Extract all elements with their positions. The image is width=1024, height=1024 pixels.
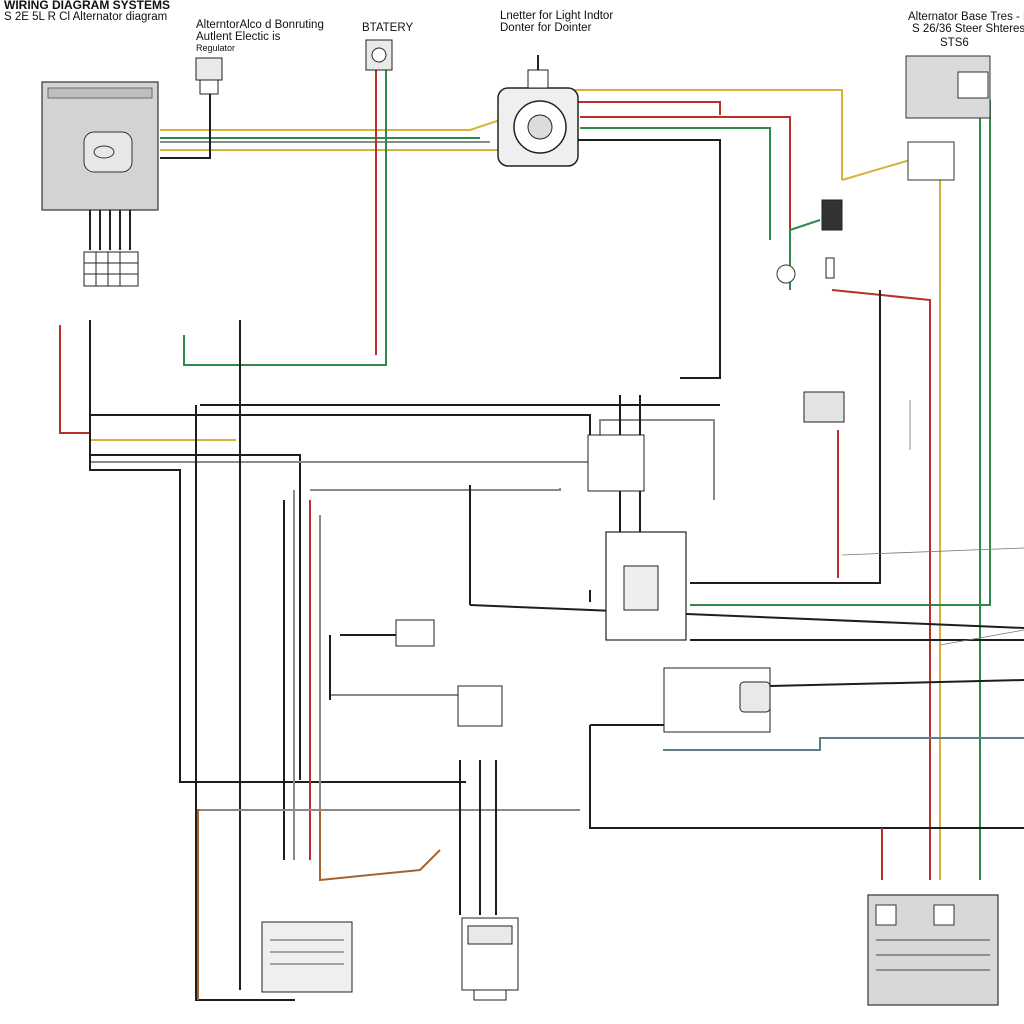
relay-icon — [776, 55, 991, 284]
wire-brown-bottom — [197, 809, 441, 1000]
alternator-label-line1: AlterntorAlco d Bonruting — [196, 19, 324, 31]
module-icon — [587, 434, 687, 641]
wires — [59, 70, 1024, 1001]
wire-red-alt-2 — [580, 116, 791, 230]
wire-black-to-ecu — [769, 679, 1024, 687]
battery-label: BTATERY — [362, 22, 413, 34]
right-label-line3: STS6 — [940, 37, 969, 49]
wire-yellow-top — [160, 119, 501, 131]
wire-yellow-alt — [560, 89, 843, 180]
wire-green-switch — [789, 219, 821, 290]
wire-black-left-3 — [195, 405, 295, 1001]
battery-icon — [41, 81, 159, 250]
dim-line-1 — [841, 547, 1024, 556]
wire-grey-bus-2 — [310, 488, 561, 491]
wire-grey-bus — [90, 419, 715, 500]
alternator-label-line2: Autlent Electic is — [196, 31, 281, 43]
center-label-line2: Donter for Dointer — [500, 22, 592, 34]
alternator-icon — [497, 55, 579, 167]
terminal-icon — [365, 39, 393, 71]
wire-black-bus-2 — [90, 454, 301, 780]
wire-green-battery — [183, 70, 387, 366]
wire-yellow-right — [841, 158, 941, 850]
wire-black-alt — [560, 139, 721, 379]
wire-black-long — [469, 604, 1024, 629]
wire-red-right — [831, 289, 931, 850]
wire-black-right — [690, 290, 881, 584]
sensor-icon — [461, 917, 519, 1001]
dimension-lines — [841, 400, 1024, 646]
right-label-line1: Alternator Base Tres - Doce — [908, 11, 1024, 23]
center-label-line1: Lnetter for Light Indtor — [500, 10, 613, 22]
connector-icon — [195, 57, 223, 95]
control-unit-icon — [867, 894, 999, 1006]
top-left-subtitle: S 2E 5L R Cl Alternator diagram — [4, 11, 167, 23]
wire-black-bus-1 — [90, 414, 591, 490]
right-label-line2: S 26/36 Steer Shteres — [912, 23, 1024, 35]
wire-red-alt — [565, 101, 721, 115]
wire-black-left-1 — [89, 320, 466, 783]
alternator-label-line3: Regulator — [196, 43, 235, 53]
wire-blue-grey — [663, 737, 1024, 751]
wire-green-alt — [580, 127, 771, 240]
fuse-grid-icon — [83, 251, 139, 287]
wire-green-right-2 — [690, 100, 991, 606]
dim-line-2 — [939, 629, 1024, 646]
switch-icon — [395, 391, 845, 733]
wire-black-ecu-bus — [589, 725, 1024, 829]
wire-red-left — [59, 325, 90, 434]
ecu-icon — [261, 921, 353, 993]
wire-black-top — [160, 90, 211, 159]
top-left-title: WIRING DIAGRAM SYSTEMS — [4, 0, 170, 12]
